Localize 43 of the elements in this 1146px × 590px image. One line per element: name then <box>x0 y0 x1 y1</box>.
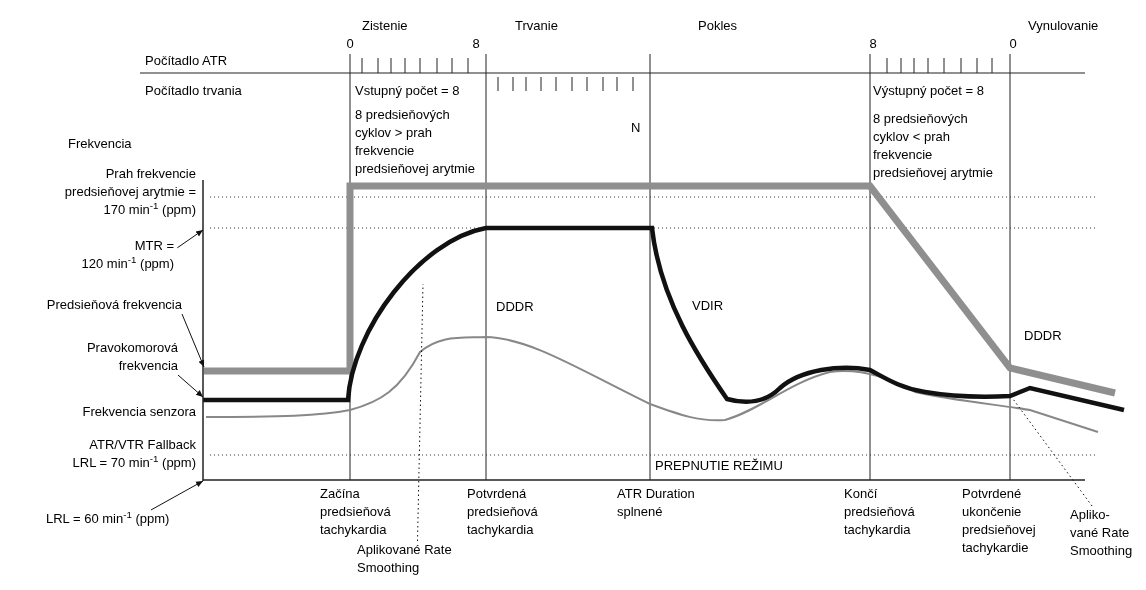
axis-title: Frekvencia <box>68 135 132 153</box>
leader-label: 120 min$^{-1}$ (ppm) <box>80 255 174 273</box>
condition-note: 8 predsieňových cyklov < prah frekvencie predsieňovej arytmie <box>873 110 994 182</box>
leader-label: LRL = 60 min$^{-1}$ (ppm) <box>46 510 170 528</box>
leader-arrow <box>176 229 204 249</box>
phase-label: Trvanie <box>515 17 558 35</box>
ventricular-rate-curve <box>203 225 1125 413</box>
mode-switch-label: PREPNUTIE REŽIMU <box>655 457 783 475</box>
condition-note: 8 predsieňových cyklov > prah frekvencie predsieňovej arytmie <box>355 106 476 178</box>
dotted-leader-line <box>1012 398 1093 507</box>
counter-value: 8 <box>471 35 481 53</box>
count-note: Výstupný počet = 8 <box>873 82 984 100</box>
threshold-label: Prah frekvencie predsieňovej arytmie = 170 min$^{-1}$ (ppm) <box>63 165 196 219</box>
counter-value: 0 <box>1008 35 1018 53</box>
counter-value: 8 <box>868 35 878 53</box>
phase-label: Zistenie <box>362 17 408 35</box>
event-label: ATR Duration splnené <box>617 485 696 521</box>
leader-arrow <box>177 374 204 398</box>
count-note: Vstupný počet = 8 <box>355 82 460 100</box>
fallback-label: ATR/VTR Fallback LRL = 70 min$^{-1}$ (ppm) <box>71 436 196 472</box>
event-label: Potvrdená predsieňová tachykardia <box>467 485 539 539</box>
leader-arrow <box>150 480 204 511</box>
dotted-leader-line <box>417 283 424 542</box>
phase-label: Vynulovanie <box>1028 17 1099 35</box>
phase-label: Pokles <box>698 17 738 35</box>
curve-label: Frekvencia senzora <box>81 403 196 421</box>
row-label: Počítadlo trvania <box>145 82 242 100</box>
rate-axis <box>202 179 204 482</box>
leader-arrow <box>181 313 205 368</box>
event-label: Potvrdené ukončenie predsieňovej tachykardie <box>962 485 1037 557</box>
event-label: Začína predsieňová tachykardia <box>320 485 392 539</box>
mode-label: DDDR <box>496 298 534 316</box>
leader-label: Apliko-vané Rate Smoothing <box>1070 506 1133 560</box>
leader-label: MTR = <box>133 237 174 255</box>
event-label: Končí predsieňová tachykardia <box>844 485 916 539</box>
leader-label: Pravokomorová frekvencia <box>85 339 178 375</box>
counter-end-label: N <box>631 119 641 137</box>
leader-label: Predsieňová frekvencia <box>45 296 182 314</box>
leader-label: Aplikované Rate Smoothing <box>357 541 453 577</box>
mode-label: VDIR <box>692 297 724 315</box>
row-label: Počítadlo ATR <box>145 52 228 70</box>
counter-value: 0 <box>345 35 355 53</box>
mode-label: DDDR <box>1024 327 1062 345</box>
